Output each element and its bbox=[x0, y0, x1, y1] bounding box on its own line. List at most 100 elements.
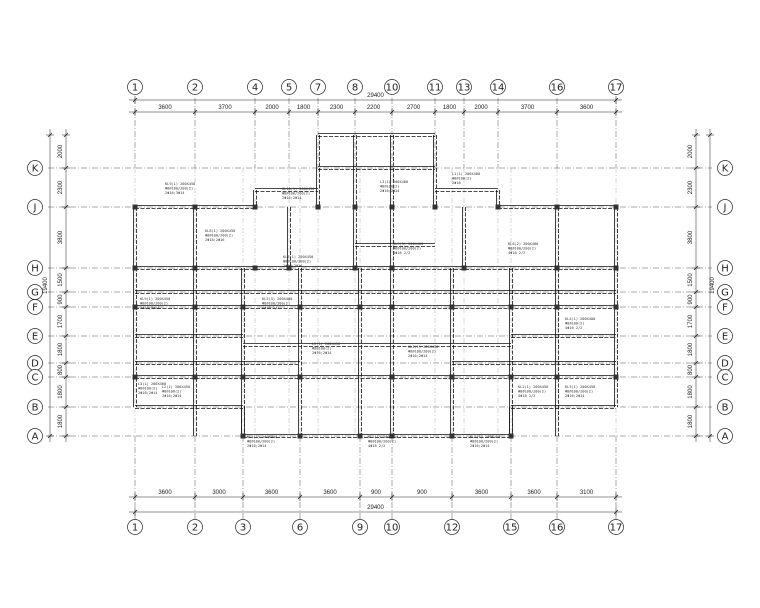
axis-bubble-label: J bbox=[723, 203, 727, 214]
bottom-axis-bubble: 12 bbox=[444, 519, 460, 535]
column bbox=[357, 304, 363, 310]
top-dim-label: 3600 bbox=[158, 105, 172, 111]
top-dim-tick bbox=[315, 109, 321, 115]
bottom-axis-bubble: 9 bbox=[352, 519, 368, 535]
axis-bubble-label: 14 bbox=[492, 83, 505, 94]
right-axis-bubble: E bbox=[717, 328, 733, 344]
top-dim-tick bbox=[495, 109, 501, 115]
right-axis-bubble: G bbox=[717, 284, 733, 300]
left-total-dim-tick bbox=[47, 132, 53, 138]
column bbox=[389, 304, 395, 310]
top-dim-label: 2000 bbox=[474, 105, 488, 111]
beam bbox=[461, 207, 467, 268]
top-total-dim-tick bbox=[132, 97, 138, 103]
top-axis-bubble: 7 bbox=[310, 79, 326, 95]
column bbox=[449, 433, 455, 439]
beam-note-line: KL5(3) 200X400 bbox=[393, 242, 423, 246]
top-axis-bubble: 17 bbox=[608, 79, 624, 95]
column bbox=[192, 304, 198, 310]
left-dim-label: 1500 bbox=[58, 273, 64, 287]
beam-note-line: KL9(1) 200X450 bbox=[140, 297, 170, 301]
axis-bubble-label: B bbox=[32, 403, 39, 414]
axis-bubble-circle bbox=[717, 328, 733, 344]
column bbox=[449, 304, 455, 310]
axis-bubble-label: K bbox=[32, 164, 39, 175]
right-dim-label: 1800 bbox=[688, 414, 694, 428]
axis-bubble-label: D bbox=[721, 359, 729, 370]
axis-bubble-label: 16 bbox=[551, 523, 564, 534]
left-dim-tick bbox=[63, 433, 69, 439]
left-dim-label: 1800 bbox=[58, 414, 64, 428]
beam-note-line: L3(1) 200X400 bbox=[138, 382, 166, 386]
axis-bubble-circle bbox=[717, 399, 733, 415]
left-axis-bubble: D bbox=[27, 355, 43, 371]
top-axis-bubble: 8 bbox=[347, 79, 363, 95]
axis-bubble-label: 6 bbox=[297, 523, 303, 534]
column bbox=[389, 433, 395, 439]
beam-note-line: L2(1) 200X450 bbox=[312, 342, 340, 346]
axis-bubble-label: 4 bbox=[252, 83, 258, 94]
bottom-dim-label: 3100 bbox=[580, 490, 594, 496]
top-axis-bubble: 16 bbox=[549, 79, 565, 95]
top-dim-label: 1800 bbox=[443, 105, 457, 111]
axis-bubble-label: H bbox=[31, 264, 39, 275]
left-dim-tick bbox=[63, 132, 69, 138]
axis-bubble-label: 9 bbox=[357, 523, 363, 534]
column bbox=[286, 265, 292, 271]
right-dim-tick bbox=[693, 333, 699, 339]
left-dim-label: 1800 bbox=[58, 385, 64, 399]
beam-note-line: KL2(1) 200X450 bbox=[368, 435, 398, 439]
right-dim-tick bbox=[693, 132, 699, 138]
left-dim-tick bbox=[63, 404, 69, 410]
right-axis-bubble: A bbox=[717, 428, 733, 444]
column bbox=[449, 374, 455, 380]
column bbox=[508, 374, 514, 380]
axis-bubble-label: 2 bbox=[192, 83, 198, 94]
top-dim-tick bbox=[352, 109, 358, 115]
axis-bubble-label: 17 bbox=[610, 523, 623, 534]
column bbox=[613, 374, 619, 380]
axis-bubble-circle bbox=[27, 299, 43, 315]
left-axis-bubble: F bbox=[27, 299, 43, 315]
beam-note-line: Φ8@100/200(2) bbox=[518, 390, 546, 394]
column bbox=[495, 204, 501, 210]
left-axis-bubble: G bbox=[27, 284, 43, 300]
bottom-dim-label: 900 bbox=[417, 490, 428, 496]
axis-bubble-circle bbox=[347, 79, 363, 95]
column bbox=[554, 265, 560, 271]
left-dim-label: 1700 bbox=[58, 314, 64, 328]
left-dim-tick bbox=[63, 360, 69, 366]
axis-bubble-label: 11 bbox=[429, 83, 442, 94]
axis-bubble-circle bbox=[717, 260, 733, 276]
axis-bubble-circle bbox=[456, 79, 472, 95]
column bbox=[240, 433, 246, 439]
beam-note-line: 2Φ16;2Φ14 bbox=[247, 444, 266, 448]
right-axis-bubble: B bbox=[717, 399, 733, 415]
left-axis-bubble: E bbox=[27, 328, 43, 344]
axis-bubble-circle bbox=[187, 79, 203, 95]
top-dim-tick bbox=[554, 109, 560, 115]
top-dim-tick bbox=[389, 109, 395, 115]
beam bbox=[135, 289, 616, 295]
beam-note-line: 4Φ16 2/2 bbox=[262, 306, 279, 310]
top-axis-bubble: 10 bbox=[384, 79, 400, 95]
left-dim-tick bbox=[63, 265, 69, 271]
top-dim-label: 3600 bbox=[580, 105, 594, 111]
beam-note-line: Φ8@100(2) bbox=[565, 322, 584, 326]
axis-bubble-circle bbox=[427, 79, 443, 95]
axis-bubble-circle bbox=[235, 519, 251, 535]
left-dim-label: 900 bbox=[58, 294, 64, 305]
axis-bubble-label: 12 bbox=[446, 523, 459, 534]
column bbox=[554, 304, 560, 310]
top-total-dim-tick bbox=[613, 97, 619, 103]
beam-note-line: L3(1) 200X400 bbox=[380, 180, 408, 184]
top-axis-bubble: 13 bbox=[456, 79, 472, 95]
axis-bubble-circle bbox=[27, 199, 43, 215]
